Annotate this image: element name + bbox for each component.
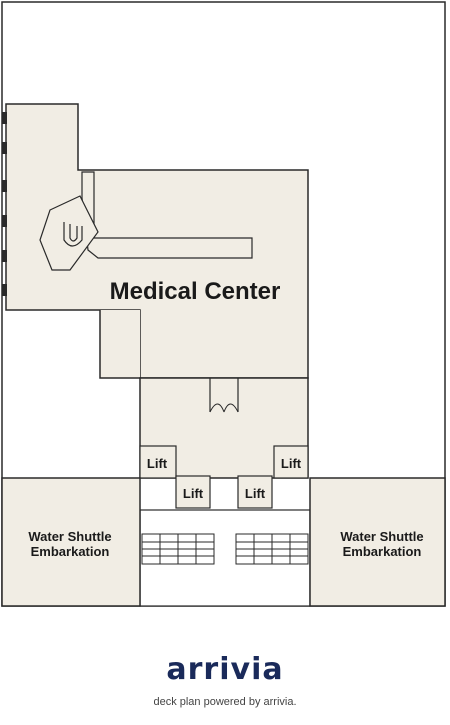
lift-2-label: Lift <box>281 456 302 471</box>
lift-1 <box>139 445 177 479</box>
water-shuttle-right-room <box>309 477 446 607</box>
stair-area <box>139 509 311 607</box>
water-shuttle-right-line1: Water Shuttle <box>340 529 423 544</box>
footer-caption: deck plan powered by arrivia. <box>153 696 297 708</box>
lift-3 <box>175 475 211 509</box>
hull-windows <box>2 112 7 296</box>
lift-1-label: Lift <box>147 456 168 471</box>
lift-4-label: Lift <box>245 486 266 501</box>
water-shuttle-right-line2: Embarkation <box>343 544 422 559</box>
treatment-pod <box>39 195 99 271</box>
medical-center-outline <box>99 310 140 379</box>
water-shuttle-left-line1: Water Shuttle <box>28 529 111 544</box>
water-shuttle-left-line2: Embarkation <box>31 544 110 559</box>
water-shuttle-left-room <box>1 477 141 607</box>
arrivia-logo: arrivia <box>166 652 284 687</box>
lift-2 <box>273 445 309 479</box>
stairs-right <box>235 533 309 565</box>
left-upper-fill <box>100 310 140 378</box>
door-swing <box>209 403 239 413</box>
lift-3-label: Lift <box>183 486 204 501</box>
medical-corridor <box>81 171 253 259</box>
stairs-left <box>141 533 215 565</box>
lift-4 <box>237 475 273 509</box>
medical-center-label: Medical Center <box>110 278 281 305</box>
pod-icon <box>63 222 83 247</box>
